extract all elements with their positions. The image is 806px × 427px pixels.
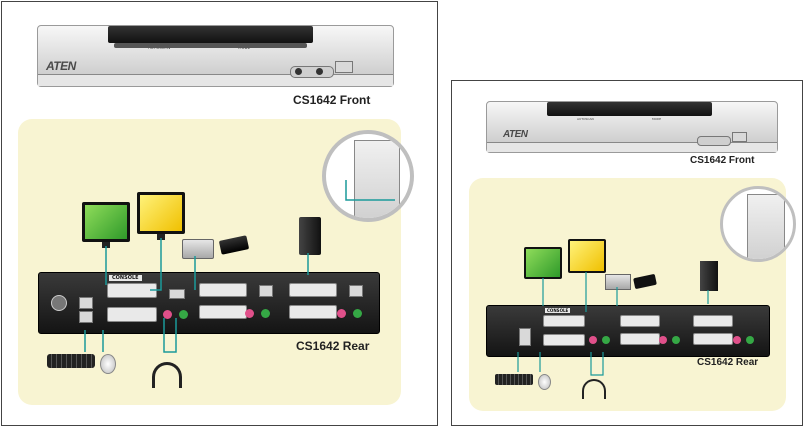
pc-tower-large — [299, 217, 321, 255]
cable-headset-small — [590, 352, 604, 376]
front-unit-large: AUTOSCAN MODE ATEN — [37, 25, 394, 87]
console-jack-pink-small — [589, 336, 597, 344]
pc2-jack-pink — [337, 309, 346, 318]
front-bottom-strip-small — [487, 142, 777, 152]
console-usb-2 — [79, 311, 93, 323]
small-diagram-panel: AUTOSCAN MODE ATEN CS1642 Front CONSOLE … — [451, 80, 803, 426]
pc2-jack-green — [353, 309, 362, 318]
front-caption-large: CS1642 Front — [293, 93, 371, 107]
keyboard-large — [47, 354, 95, 368]
large-diagram-panel: AUTOSCAN MODE ATEN CS1642 Front CONSOLE — [1, 1, 438, 426]
slot-label-autoscan-small: AUTOSCAN — [577, 117, 594, 121]
pc-tower-small — [700, 261, 718, 291]
monitor-screen-yellow — [140, 195, 182, 231]
console-dvi-2 — [107, 307, 157, 322]
rear-caption-small: CS1642 Rear — [697, 357, 759, 368]
front-usb-port-small — [732, 132, 747, 142]
monitor-stand-green — [102, 242, 110, 248]
console-usb-small — [519, 328, 531, 346]
pc2-dvi-1-small — [693, 315, 733, 327]
console-jack-green — [179, 310, 188, 319]
rear-caption-large: CS1642 Rear — [296, 339, 370, 353]
pc2-dvi-1 — [289, 283, 337, 297]
front-usb-port — [335, 61, 353, 73]
printer-large — [182, 239, 214, 259]
mouse-large — [100, 354, 116, 374]
cable-monitor-yellow-large — [150, 238, 162, 291]
pc2-dvi-2 — [289, 305, 337, 319]
slot-label-mode-small: MODE — [652, 117, 662, 121]
headset-large — [152, 362, 182, 388]
cable-headset-large — [163, 318, 177, 353]
console-label: CONSOLE — [109, 275, 142, 281]
pc1-usb — [259, 285, 273, 297]
pc1-jack-green-small — [672, 336, 680, 344]
pc2-dvi-2-small — [693, 333, 733, 345]
front-caption-small: CS1642 Front — [690, 155, 755, 166]
keyboard-small — [495, 374, 533, 385]
front-audio-jack-2 — [316, 68, 323, 75]
pc-back-panel — [354, 140, 400, 218]
pc1-jack-pink — [245, 309, 254, 318]
printer-small — [605, 274, 631, 290]
console-dvi-1-small — [543, 315, 585, 327]
cables-small — [517, 272, 709, 376]
monitor-screen-green-small — [526, 249, 560, 277]
monitor-screen-green — [85, 205, 127, 239]
power-jack — [51, 295, 67, 311]
front-display-slot-small: AUTOSCAN MODE — [547, 102, 712, 121]
monitor-yellow-small — [568, 239, 606, 273]
rear-unit-large: CONSOLE — [38, 272, 380, 334]
pc1-dvi-1-small — [620, 315, 660, 327]
pc1-jack-pink-small — [659, 336, 667, 344]
pc-back-magnified-large — [322, 130, 414, 222]
monitor-yellow-large — [137, 192, 185, 234]
front-audio-jack-1 — [295, 68, 302, 75]
mouse-small — [538, 374, 551, 390]
monitor-screen-yellow-small — [570, 241, 604, 271]
console-jack-green-small — [602, 336, 610, 344]
pc2-usb — [349, 285, 363, 297]
pc2-jack-pink-small — [733, 336, 741, 344]
headset-small — [582, 379, 606, 399]
aten-logo-small: ATEN — [503, 129, 528, 140]
pc-back-panel-small — [747, 194, 785, 259]
cables-large — [84, 180, 395, 353]
aten-logo: ATEN — [46, 59, 76, 73]
cable-pc-back-large — [345, 180, 395, 201]
usb-hub-port — [169, 289, 185, 299]
console-usb-1 — [79, 297, 93, 309]
console-dvi-2-small — [543, 334, 585, 346]
pc1-jack-green — [261, 309, 270, 318]
front-slot-lower — [114, 43, 307, 48]
monitor-stand-yellow — [157, 234, 165, 240]
monitor-green-large — [82, 202, 130, 242]
console-label-small: CONSOLE — [545, 308, 571, 313]
rear-unit-small: CONSOLE — [486, 305, 770, 357]
front-audio-jacks-small — [697, 136, 731, 146]
front-unit-small: AUTOSCAN MODE ATEN — [486, 101, 778, 153]
pc-back-magnified-small — [720, 186, 796, 262]
pc2-jack-green-small — [746, 336, 754, 344]
monitor-green-small — [524, 247, 562, 279]
pc1-dvi-1 — [199, 283, 247, 297]
console-jack-pink — [163, 310, 172, 319]
